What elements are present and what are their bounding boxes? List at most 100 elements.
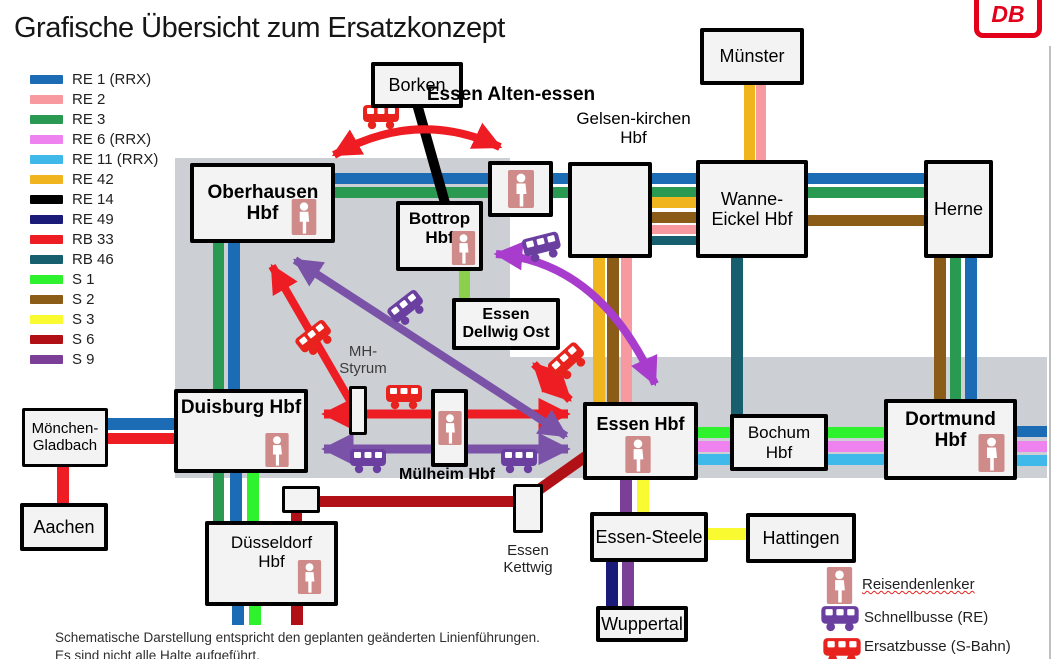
line-label: S 6 [72,331,95,348]
label-mh-styrum: MH-Styrum [333,343,393,378]
label-essen-kettwig: Essen Kettwig [492,542,564,577]
station-aachen: Aachen [20,503,108,551]
legend-schnellbusse-label: Schnellbusse (RE) [864,609,989,626]
legend-item: S 6 [30,331,158,348]
line-color-swatch [30,315,63,324]
station-label: Essen Hbf [596,414,685,434]
rail-segment [1015,455,1047,466]
schnellbus-arrow-oberhausen-essen [292,256,569,440]
station-label: Hattingen [762,527,840,548]
line-label: RE 2 [72,91,106,108]
legend-item: RE 49 [30,211,158,228]
line-color-swatch [30,135,63,144]
reisendenlenker-icon [451,231,476,265]
reisendenlenker-icon [291,199,317,235]
station-essen-kettwig-box [513,484,543,533]
station-label: Essen-Steele [595,526,703,547]
line-color-swatch [30,195,63,204]
line-label: RE 11 (RRX) [72,151,159,168]
legend-item: S 3 [30,311,158,328]
legend-item: RE 6 (RRX) [30,131,158,148]
station-label: Bottrop Hbf [408,209,471,248]
station-borken: Borken [371,62,463,108]
legend-reisendenlenker-label: Reisendenlenker [862,576,975,593]
rail-segment [731,257,743,415]
schnellbus-icon [820,604,860,632]
footnote-line1: Schematische Darstellung entspricht den … [55,630,540,645]
schnellbus-icon [500,447,538,474]
rail-segment [230,472,242,523]
rail-segment [650,212,698,223]
station-label: Dortmund Hbf [905,409,996,452]
line-color-swatch [30,115,63,124]
station-label: Borken [388,74,446,95]
line-label: RE 3 [72,111,106,128]
legend-ersatzbusse-label: Ersatzbusse (S-Bahn) [864,638,1011,655]
rail-segment [756,85,766,162]
rail-segment [1015,441,1047,452]
rail-segment [650,197,698,208]
line-color-swatch [30,155,63,164]
line-label: RE 42 [72,171,114,188]
footnote-line2: Es sind nicht alle Halte aufgeführt. [55,648,260,659]
rail-segment [965,257,977,400]
rail-segment [318,496,516,507]
station-label: Mönchen-Gladbach [31,419,99,454]
line-color-swatch [30,295,63,304]
legend-item: RE 11 (RRX) [30,151,159,168]
station-bochum: Bochum Hbf [730,414,828,471]
station-essen-steele: Essen-Steele [590,512,708,562]
rail-segment [232,604,244,625]
rail-segment [708,528,748,540]
legend-item: RE 3 [30,111,158,128]
line-label: RB 33 [72,231,114,248]
rail-segment [934,257,946,400]
station-wanne-eickel: Wanne-Eickel Hbf [696,160,808,258]
station-label: Wanne-Eickel Hbf [711,188,793,229]
reisendenlenker-icon [508,170,534,208]
station-mh-styrum-box [349,386,367,435]
db-logo-text: DB [991,1,1025,27]
ersatzbus-icon [385,383,423,410]
slide-edge-line [1049,46,1051,659]
reisendenlenker-icon [264,433,290,467]
station-oberhausen: Oberhausen Hbf [190,163,335,243]
rail-segment [228,242,240,390]
station-label: Duisburg Hbf [180,397,302,418]
line-legend: RE 1 (RRX) RE 2 RE 3 RE 6 (RRX) RE 11 (R… [30,71,159,368]
station-gelsenkirchen-box [568,162,652,258]
rail-segment [806,173,926,184]
rail-segment [650,236,698,245]
rail-segment [108,418,178,430]
ersatzbus-arc-oberhausen-altenessen [331,122,503,159]
db-logo: DB [974,0,1042,38]
line-label: RE 49 [72,211,114,228]
rail-segment [108,433,178,444]
rail-segment [213,472,224,523]
schnellbus-curve-bottrop-essen [493,241,659,387]
station-hattingen: Hattingen [746,513,856,563]
line-label: S 3 [72,311,95,328]
rail-segment [291,604,303,625]
station-label: Münster [719,46,785,67]
line-label: S 9 [72,351,95,368]
rail-segment [249,604,261,625]
rail-segment [213,242,224,390]
legend-item: RB 33 [30,231,158,248]
station-dortmund: Dortmund Hbf [884,399,1017,480]
rail-segment [291,510,302,524]
re14-borken-line [412,102,452,212]
station-duisburg: Duisburg Hbf [174,389,308,473]
line-color-swatch [30,255,63,264]
line-color-swatch [30,355,63,364]
rail-segment [622,561,634,607]
station-moenchengladbach: Mönchen-Gladbach [22,408,108,467]
station-essen: Essen Hbf [583,402,698,480]
rail-segment [806,215,926,226]
reisendenlenker-icon [826,567,853,604]
label-gelsenkirchen: Gelsen-kirchen Hbf [566,109,701,147]
rail-segment [650,225,698,234]
line-label: RE 6 (RRX) [72,131,152,148]
rail-segment [806,187,926,198]
